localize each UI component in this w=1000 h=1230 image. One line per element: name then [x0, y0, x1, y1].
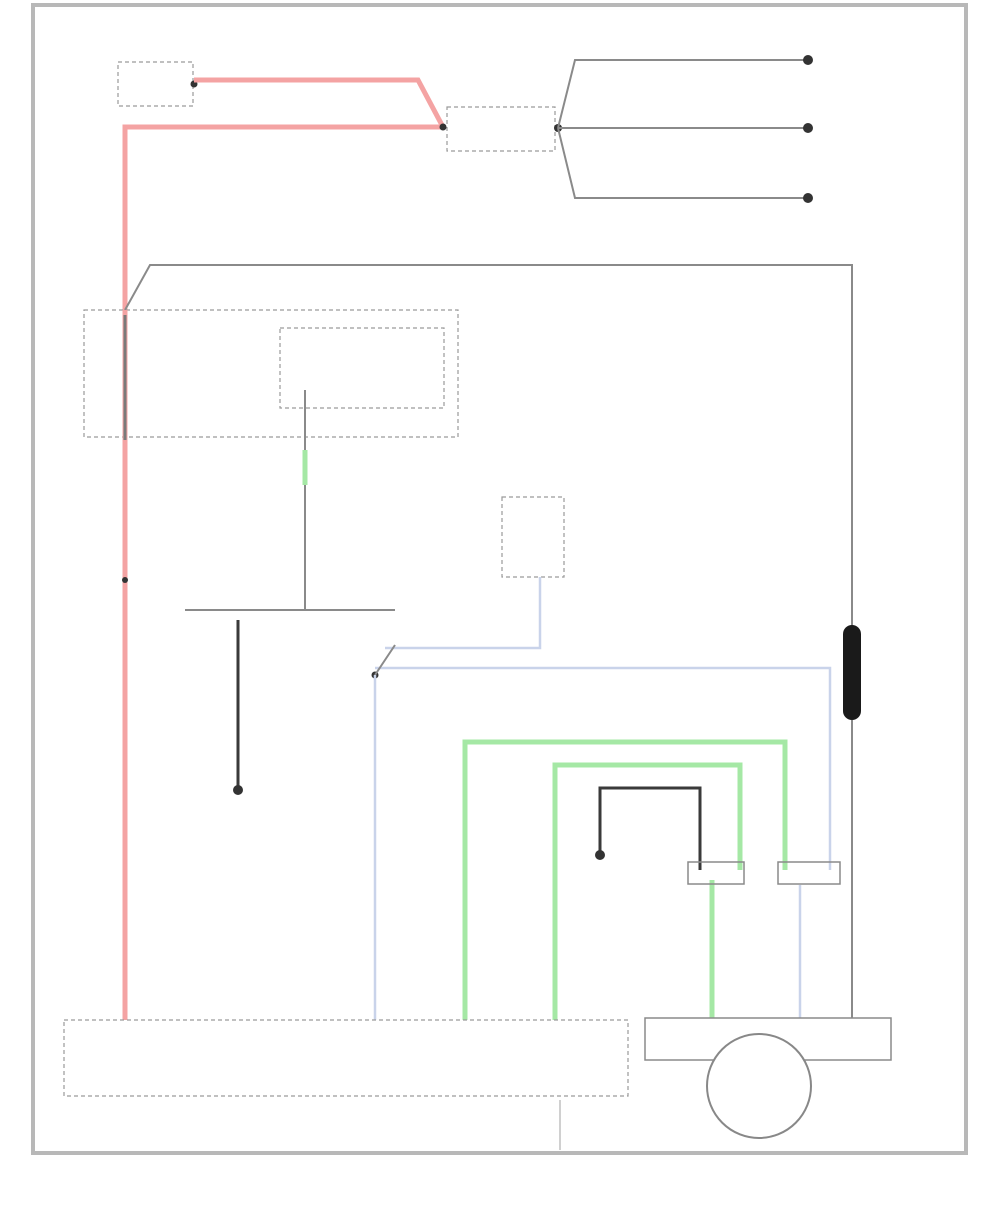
blue-wire-switch — [375, 666, 832, 870]
ecm-box — [63, 1019, 629, 1097]
green-wire-inner — [552, 762, 743, 1020]
output-terminal-1 — [803, 55, 813, 65]
splice-dot — [122, 577, 128, 583]
red-wire-main-feed — [122, 124, 443, 310]
diagram-frame — [31, 3, 968, 1155]
gray-sense-wire — [124, 264, 853, 630]
ground-lead-center — [598, 786, 702, 870]
output-wire-3 — [557, 127, 808, 199]
fuse-block — [117, 61, 198, 107]
green-wire-outer — [462, 739, 788, 1020]
component-box — [501, 496, 565, 578]
fusible-link — [843, 625, 861, 720]
stator-connector — [777, 861, 841, 885]
regulator-connector — [687, 861, 745, 885]
blue-wire-component — [385, 577, 542, 650]
generator — [644, 1017, 892, 1139]
red-wire-fuse-to-junction — [194, 77, 446, 129]
output-terminal-3 — [803, 193, 813, 203]
fuse-relay-box — [83, 309, 459, 438]
output-wire-1 — [557, 59, 808, 129]
switch — [371, 644, 396, 679]
output-terminal-2 — [803, 123, 813, 133]
junction-block — [439, 106, 562, 152]
